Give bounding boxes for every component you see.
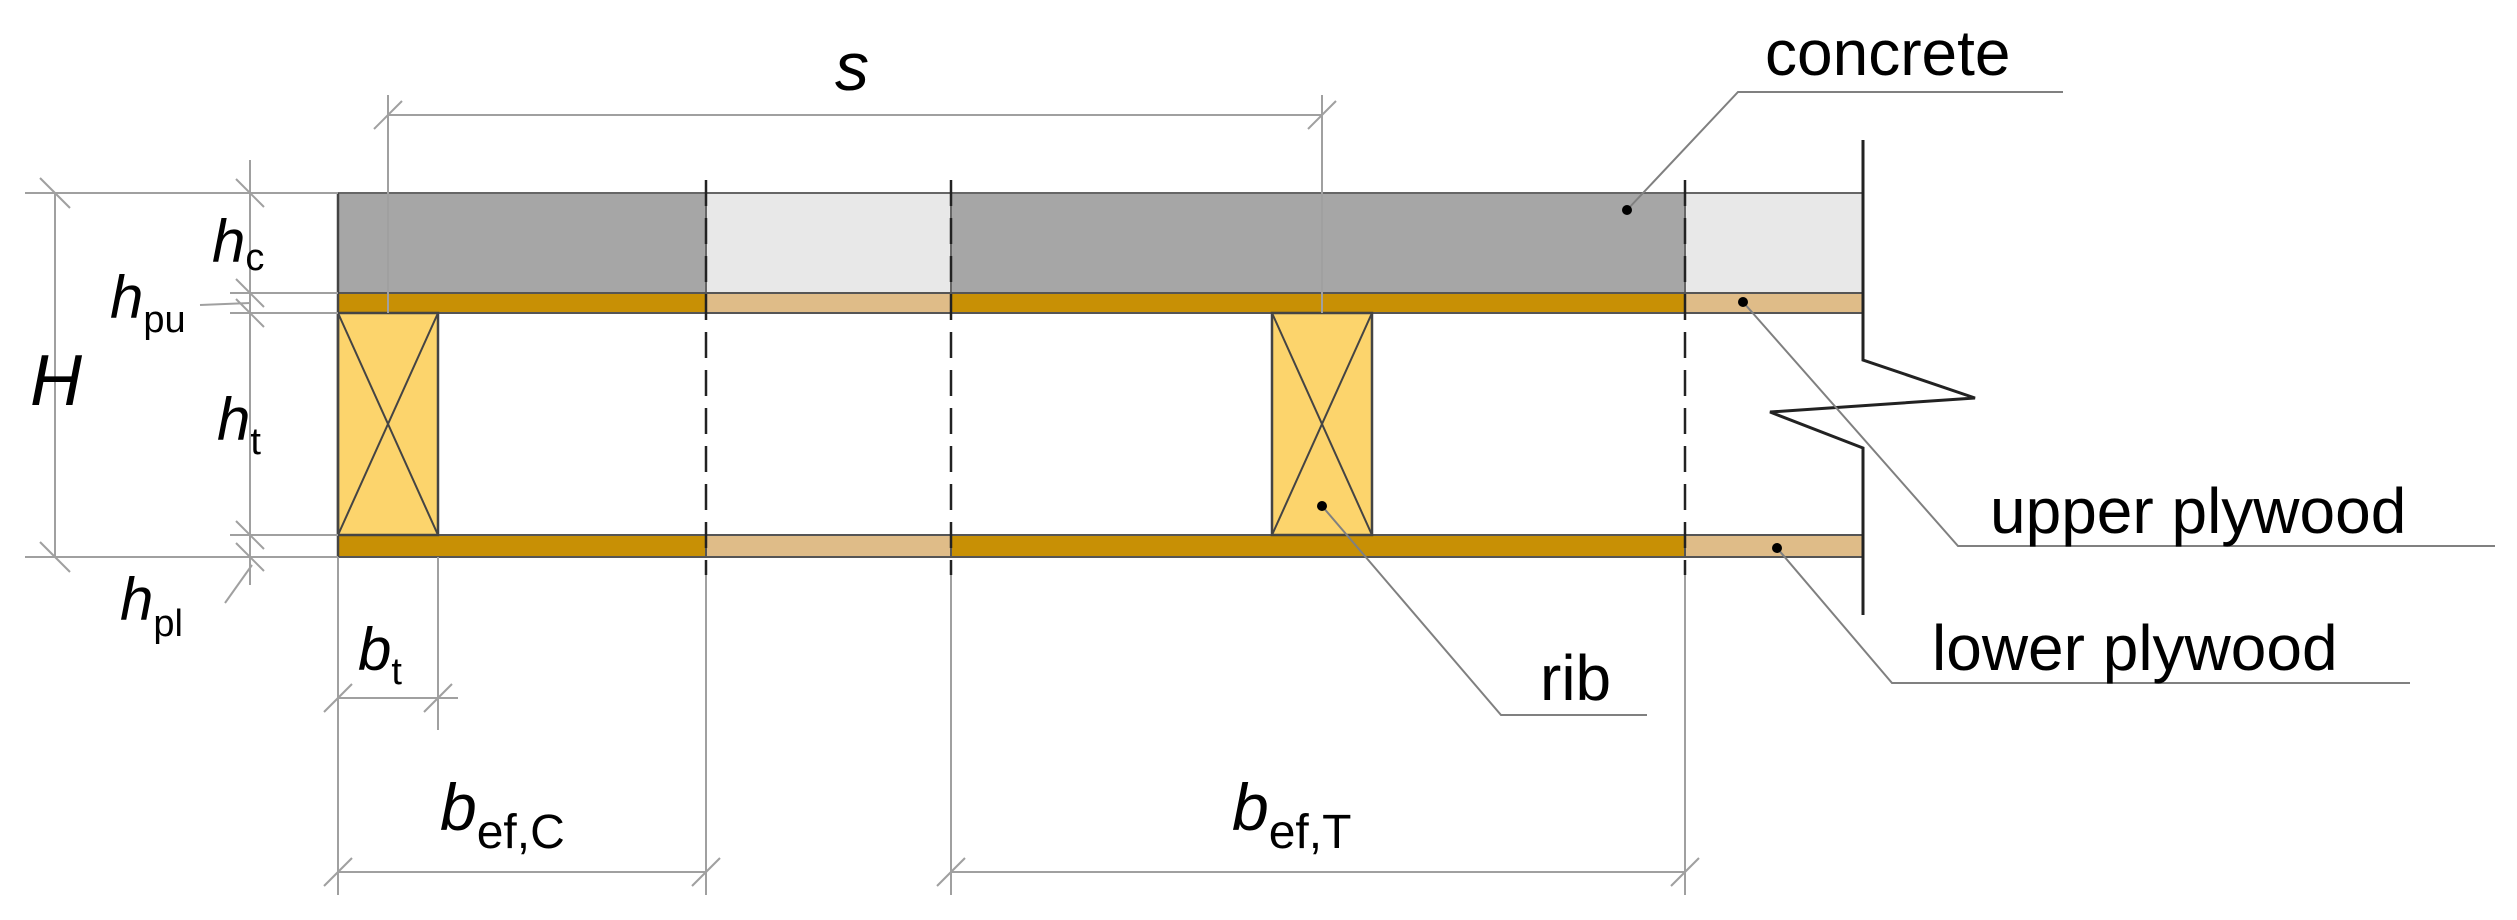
lower-plywood-height-label: hpl xyxy=(120,566,183,645)
lower-plywood-effective-left xyxy=(337,534,707,558)
effective-width-compression-label: bef,C xyxy=(440,770,565,859)
upper-plywood-label: upper plywood xyxy=(1990,475,2406,547)
rib-right-cross-2 xyxy=(1271,312,1373,536)
effective-width-tension-label: bef,T xyxy=(1232,770,1351,859)
rib-right xyxy=(1270,311,1374,537)
spacing-label: s xyxy=(835,29,869,105)
total-height-label: H xyxy=(30,341,83,421)
effective-width-dimensions xyxy=(323,557,1700,895)
upper-plywood-effective-right xyxy=(950,292,1686,314)
leader-upper-plywood xyxy=(1742,301,2495,547)
concrete-label: concrete xyxy=(1765,17,2010,89)
lower-plywood-label: lower plywood xyxy=(1932,612,2338,684)
spacing-dimension xyxy=(373,95,1337,313)
upper-plywood-outside-middle xyxy=(705,292,952,314)
concrete-height-label: hc xyxy=(212,208,264,279)
callout-leaders xyxy=(1321,91,2495,716)
leader-lower-plywood xyxy=(1776,547,2410,684)
leader-rib xyxy=(1321,505,1647,716)
callout-dots xyxy=(1317,205,1782,553)
rib-width-label: bt xyxy=(358,616,402,693)
lower-plywood-effective-right xyxy=(950,534,1686,558)
leader-concrete xyxy=(1626,91,2063,211)
concrete-effective-zone-right xyxy=(950,192,1686,294)
break-line xyxy=(1769,140,1976,615)
rib-height-label: ht xyxy=(217,386,261,463)
height-dimensions xyxy=(25,160,338,604)
upper-plywood-outside-end xyxy=(1684,292,1864,314)
upper-plywood-height-label: hpu xyxy=(110,264,186,341)
rib-left-cross-2 xyxy=(337,312,439,536)
concrete-layer xyxy=(337,192,1864,294)
concrete-outside-zone-end xyxy=(1684,192,1864,294)
concrete-outside-zone-middle xyxy=(705,192,952,294)
lower-plywood-layer xyxy=(337,534,1864,558)
effective-width-boundaries xyxy=(704,180,1687,575)
upper-plywood-effective-left xyxy=(337,292,707,314)
rib-left xyxy=(336,311,440,537)
rib-label: rib xyxy=(1540,642,1611,714)
lower-plywood-outside-middle xyxy=(705,534,952,558)
upper-plywood-layer xyxy=(337,292,1864,314)
concrete-effective-zone-left xyxy=(337,192,707,294)
